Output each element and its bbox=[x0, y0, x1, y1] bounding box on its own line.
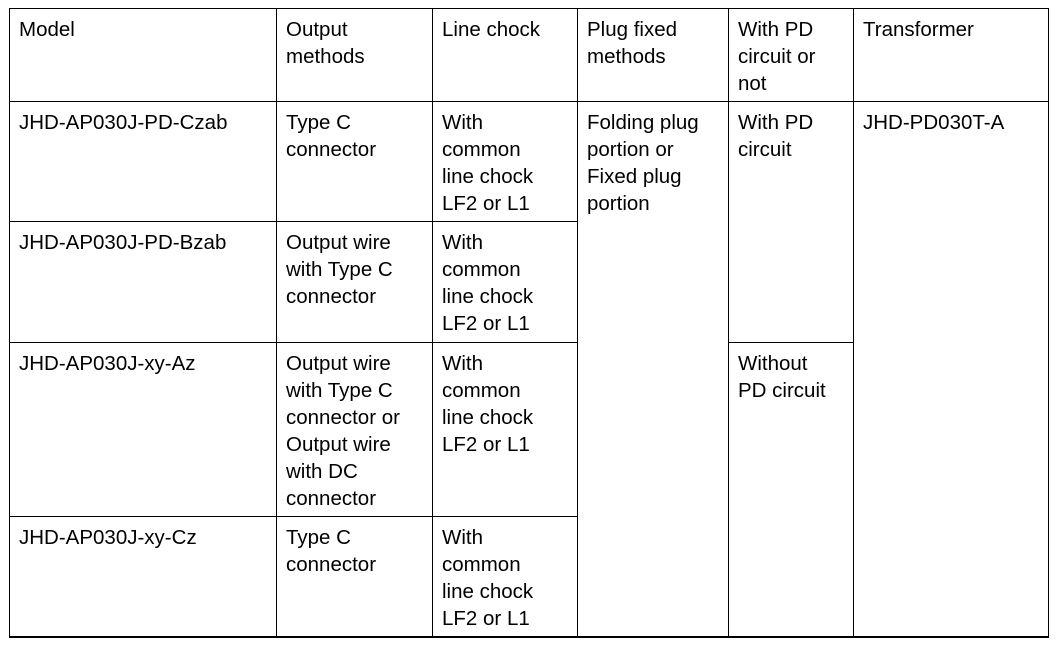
value-output-methods: Output wire with Type C connector bbox=[286, 231, 393, 309]
header-cell-model: Model bbox=[9, 7, 277, 103]
value-pd-circuit-with: With PD circuit bbox=[738, 111, 814, 162]
value-output-methods: Type C connector bbox=[286, 525, 377, 576]
cell-transformer-merged: JHD-PD030T-A bbox=[853, 101, 1049, 638]
cell-output-methods: Type C connector bbox=[276, 101, 433, 223]
value-pd-circuit-without: Without PD circuit bbox=[738, 351, 826, 402]
cell-model: JHD-AP030J-PD-Bzab bbox=[9, 221, 277, 343]
value-plug-fixed-methods: Folding plug portion or Fixed plug porti… bbox=[587, 111, 699, 216]
value-output-methods: Type C connector bbox=[286, 111, 377, 162]
table-row: JHD-AP030J-xy-Az Output wire with Type C… bbox=[9, 341, 1049, 638]
value-model: JHD-AP030J-PD-Czab bbox=[19, 111, 228, 135]
header-cell-plug-fixed-methods: Plug fixed methods bbox=[577, 7, 729, 103]
header-label-model: Model bbox=[19, 18, 75, 41]
cell-output-methods: Type C connector bbox=[276, 515, 433, 638]
cell-line-chock: With common line chock LF2 or L1 bbox=[432, 515, 578, 638]
model-specification-table: Model Output methods Line chock Plug fix… bbox=[9, 7, 1049, 638]
header-cell-transformer: Transformer bbox=[853, 7, 1049, 103]
header-label-output-methods: Output methods bbox=[286, 18, 365, 69]
cell-model: JHD-AP030J-PD-Czab bbox=[9, 101, 277, 223]
header-label-pd-circuit: With PD circuit or not bbox=[738, 18, 816, 96]
cell-output-methods: Output wire with Type C connector bbox=[276, 221, 433, 343]
header-cell-line-chock: Line chock bbox=[432, 7, 578, 103]
header-label-line-chock: Line chock bbox=[442, 18, 541, 41]
cell-pd-circuit-without: Without PD circuit bbox=[728, 341, 854, 638]
cell-model: JHD-AP030J-xy-Az bbox=[9, 341, 277, 517]
header-label-plug-fixed-methods: Plug fixed methods bbox=[587, 18, 678, 69]
cell-line-chock: With common line chock LF2 or L1 bbox=[432, 341, 578, 517]
cell-pd-circuit-with: With PD circuit bbox=[728, 101, 854, 343]
cell-line-chock: With common line chock LF2 or L1 bbox=[432, 221, 578, 343]
value-model: JHD-AP030J-PD-Bzab bbox=[19, 231, 227, 255]
value-model: JHD-AP030J-xy-Cz bbox=[19, 525, 197, 549]
table-row: JHD-AP030J-xy-Cz Type C connector With c… bbox=[9, 515, 1049, 638]
cell-model: JHD-AP030J-xy-Cz bbox=[9, 515, 277, 638]
value-line-chock: With common line chock LF2 or L1 bbox=[442, 231, 534, 336]
cell-line-chock: With common line chock LF2 or L1 bbox=[432, 101, 578, 223]
cell-plug-fixed-methods-merged: Folding plug portion or Fixed plug porti… bbox=[577, 101, 729, 638]
header-cell-pd-circuit: With PD circuit or not bbox=[728, 7, 854, 103]
cell-output-methods: Output wire with Type C connector or Out… bbox=[276, 341, 433, 517]
value-model: JHD-AP030J-xy-Az bbox=[19, 351, 196, 375]
value-transformer: JHD-PD030T-A bbox=[863, 111, 1005, 135]
value-line-chock: With common line chock LF2 or L1 bbox=[442, 525, 534, 630]
header-label-transformer: Transformer bbox=[863, 18, 974, 41]
table-row: JHD-AP030J-PD-Czab Type C connector With… bbox=[9, 101, 1049, 638]
table-row: JHD-AP030J-PD-Bzab Output wire with Type… bbox=[9, 221, 1049, 343]
value-line-chock: With common line chock LF2 or L1 bbox=[442, 111, 534, 216]
table-header-row: Model Output methods Line chock Plug fix… bbox=[9, 7, 1049, 103]
spec-table-container: Model Output methods Line chock Plug fix… bbox=[9, 7, 1049, 638]
header-cell-output-methods: Output methods bbox=[276, 7, 433, 103]
value-output-methods: Output wire with Type C connector or Out… bbox=[286, 351, 400, 510]
value-line-chock: With common line chock LF2 or L1 bbox=[442, 351, 534, 456]
